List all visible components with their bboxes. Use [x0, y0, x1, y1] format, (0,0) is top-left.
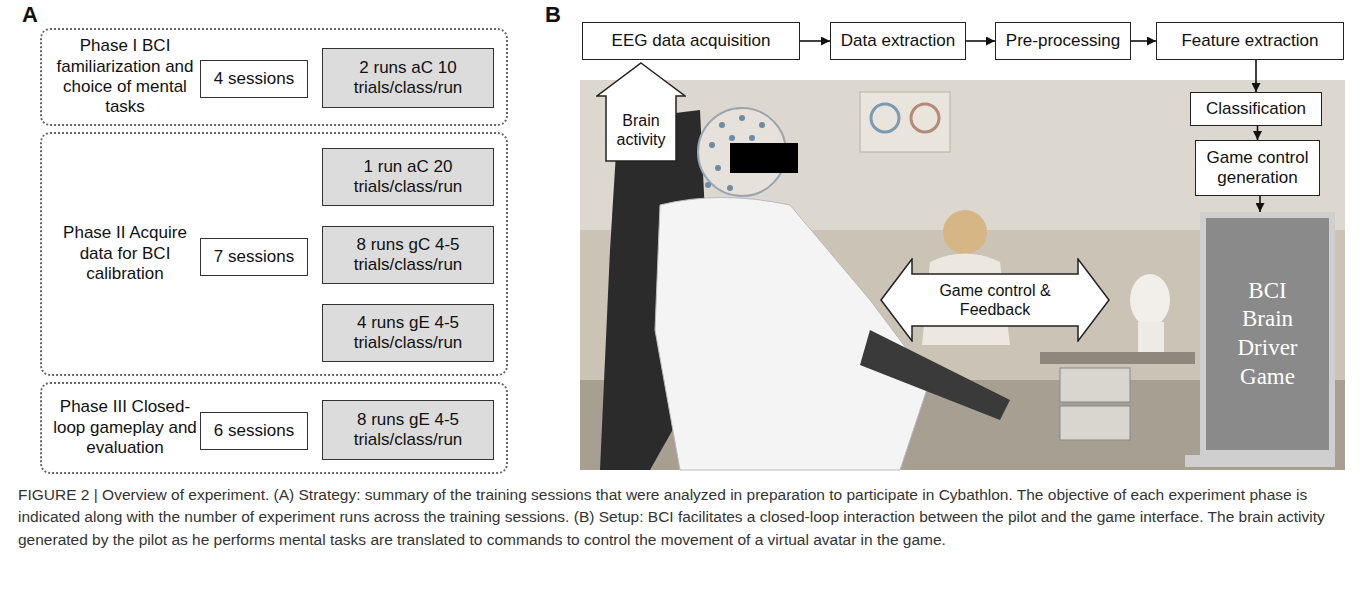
node-text: Game control & Feedback: [916, 281, 1074, 319]
figure-caption: FIGURE 2 | Overview of experiment. (A) S…: [18, 484, 1343, 551]
node-text: Data extraction: [835, 31, 961, 51]
node-text: 4 runs gE 4-5 trials/class/run: [323, 313, 493, 354]
game-monitor: BCI Brain Driver Game: [1200, 212, 1335, 456]
desk: [1040, 352, 1195, 364]
up-arrow-label: Brain activity: [596, 62, 686, 162]
process-box: EEG data acquisition: [582, 22, 800, 60]
flow-arrow: [800, 40, 830, 42]
node-text: 7 sessions: [208, 247, 300, 267]
panel-letter: B: [545, 2, 561, 28]
node-text: EEG data acquisition: [606, 31, 777, 51]
process-box: Game control generation: [1195, 140, 1320, 196]
panel-letter: A: [22, 2, 38, 28]
double-arrow-label: Game control & Feedback: [880, 258, 1110, 342]
pilot-arm: [860, 330, 1010, 420]
flow-arrow: [1257, 126, 1259, 140]
phase-group: Phase I BCI familiarization and choice o…: [40, 28, 508, 126]
monitor-stand: [1185, 455, 1335, 467]
node-text: BCI Brain Driver Game: [1223, 277, 1313, 392]
process-box: Pre-processing: [995, 22, 1131, 60]
run-box: 2 runs aC 10 trials/class/run: [322, 48, 494, 108]
photo-background: [580, 80, 1345, 470]
mannequin-neck: [1138, 322, 1164, 352]
phase-label: Phase II Acquire data for BCI calibratio…: [50, 223, 200, 284]
arrow-shape: [597, 63, 685, 161]
phase-label: Phase III Closed-loop gameplay and evalu…: [50, 397, 200, 458]
node-text: 2 runs aC 10 trials/class/run: [323, 58, 493, 99]
arrow-outline: [880, 258, 1110, 342]
flow-arrow: [966, 40, 995, 42]
node-text: Pre-processing: [1000, 31, 1126, 51]
node-text: 6 sessions: [208, 421, 300, 441]
amplifier: [1060, 406, 1130, 440]
process-box: Classification: [1190, 92, 1322, 126]
node-text: Brain activity: [606, 111, 676, 149]
process-box: Feature extraction: [1156, 22, 1344, 60]
run-box: 4 runs gE 4-5 trials/class/run: [322, 304, 494, 362]
run-box: 8 runs gE 4-5 trials/class/run: [322, 400, 494, 460]
run-box: 1 run aC 20 trials/class/run: [322, 148, 494, 206]
flow-arrow: [1255, 60, 1257, 92]
phase-label: Phase I BCI familiarization and choice o…: [50, 36, 200, 118]
session-box: 7 sessions: [200, 238, 308, 276]
node-text: Classification: [1200, 99, 1312, 119]
mannequin-head: [1130, 274, 1170, 326]
session-box: 4 sessions: [200, 60, 308, 98]
phase-group: Phase III Closed-loop gameplay and evalu…: [40, 382, 508, 474]
node-text: 8 runs gC 4-5 trials/class/run: [323, 235, 493, 276]
pilot-hoodie: [655, 198, 930, 471]
assistant-head: [943, 210, 987, 254]
poster-cap: [871, 104, 899, 132]
flow-arrow: [1131, 40, 1156, 42]
flow-arrow: [1259, 196, 1261, 212]
node-text: 4 sessions: [208, 69, 300, 89]
poster-cap: [911, 104, 939, 132]
arrow-shape: [881, 259, 1109, 341]
phase-group: Phase II Acquire data for BCI calibratio…: [40, 132, 508, 376]
run-box: 8 runs gC 4-5 trials/class/run: [322, 226, 494, 284]
node-text: Game control generation: [1196, 148, 1319, 189]
node-text: Feature extraction: [1175, 31, 1324, 51]
node-text: 1 run aC 20 trials/class/run: [323, 157, 493, 198]
amplifier: [1060, 368, 1130, 402]
node-text: 8 runs gE 4-5 trials/class/run: [323, 410, 493, 451]
poster: [860, 92, 950, 152]
session-box: 6 sessions: [200, 412, 308, 450]
process-box: Data extraction: [830, 22, 966, 60]
face-redaction: [730, 143, 798, 173]
